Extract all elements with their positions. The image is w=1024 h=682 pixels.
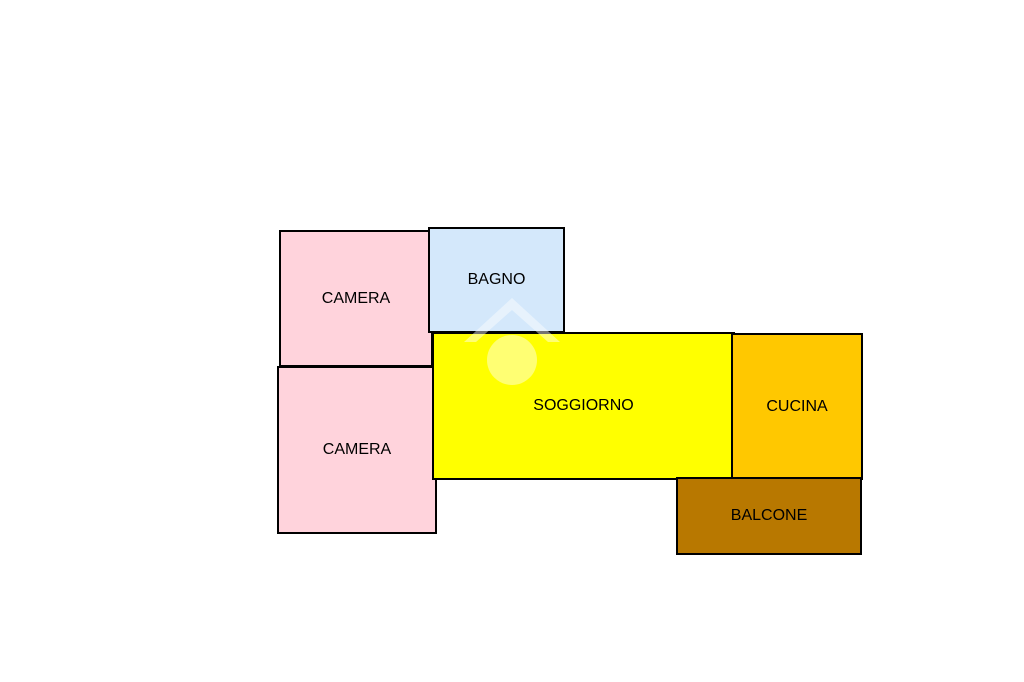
room-balcone: BALCONE	[676, 477, 862, 555]
room-label-bagno: BAGNO	[467, 271, 526, 288]
room-label-camera-1: CAMERA	[321, 289, 391, 307]
room-camera-2: CAMERA	[277, 366, 437, 534]
room-label-balcone: BALCONE	[730, 507, 808, 524]
room-label-camera-2: CAMERA	[322, 441, 392, 458]
room-camera-1: CAMERA	[279, 230, 433, 367]
room-soggiorno: SOGGIORNO	[432, 332, 735, 480]
room-label-cucina: CUCINA	[766, 397, 828, 415]
room-bagno: BAGNO	[428, 227, 565, 333]
room-cucina: CUCINA	[731, 333, 863, 480]
room-label-soggiorno: SOGGIORNO	[533, 397, 634, 414]
